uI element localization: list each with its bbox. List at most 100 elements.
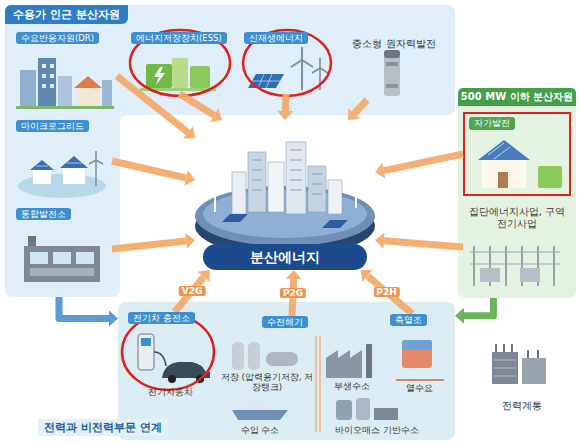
resource-box: 부생수소 (318, 340, 386, 392)
flow-arrow (354, 100, 367, 113)
arrow-head (348, 108, 360, 120)
arrow-head (197, 270, 209, 282)
panel: 500 MW 이하 분산자원자가발전집단에너지사업, 구역전기사업 (458, 88, 576, 298)
resource-box: 수요반응자원(DR) (12, 32, 117, 112)
city-disk (203, 190, 367, 238)
resource-box: 마이크로그리드 (12, 120, 112, 202)
resource-box: 전기차 충전소전기자동차 (124, 312, 216, 398)
resource-box: 축열조 (390, 314, 446, 332)
arrow-head (455, 308, 464, 324)
tab-label: 축열조 (390, 314, 427, 326)
flow-arrow (175, 270, 210, 312)
grid-icon (496, 344, 538, 358)
node-label: 중소형 원자력발전 (340, 38, 448, 50)
flow-arrow (112, 233, 195, 249)
arrow-head (210, 108, 222, 122)
grid-icon (494, 360, 516, 376)
flow-arrow (117, 76, 195, 139)
arrow-head (375, 233, 385, 249)
grid-icon (492, 344, 546, 384)
node-label: 전력계통 (470, 400, 574, 412)
arrow-head (183, 126, 195, 139)
resource-box: 바이오매스 기반수소 (318, 396, 436, 436)
arrow-head (286, 270, 302, 279)
arrow-head (277, 111, 293, 120)
flow-arrow (59, 297, 109, 319)
flow-arrow (277, 94, 293, 120)
flow-arrow (180, 94, 215, 115)
flow-arrow (282, 94, 290, 111)
city-disk (328, 180, 342, 214)
tab-label: 에너지저장장치(ESS) (131, 32, 227, 44)
arrow-head (361, 270, 373, 282)
node-label: 집단에너지사업, 구역전기사업 (465, 206, 569, 230)
resource-box: 중소형 원자력발전 (340, 32, 448, 100)
edge-label: V2G (179, 286, 206, 296)
resource-box: 에너지저장장치(ESS) (127, 32, 232, 94)
resource-box: 열수요 (390, 336, 448, 394)
arrow-head (375, 163, 385, 179)
grid-icon (492, 352, 518, 384)
node-label: 수입 수소 (225, 425, 295, 436)
flow-arrow (455, 298, 493, 324)
flow-arrow (375, 154, 463, 178)
resource-box: 수전해기 (262, 316, 322, 334)
flow-arrow (361, 270, 413, 314)
panel-outline (5, 5, 455, 297)
resource-box: 자가발전 (463, 112, 571, 196)
city-disk (346, 164, 366, 208)
city-disk (222, 214, 248, 222)
edge-label: P2G (280, 288, 306, 298)
city-disk (322, 220, 348, 228)
resource-box: 전력계통 (470, 340, 574, 412)
tab-label: 수전해기 (262, 316, 308, 328)
city-disk (268, 162, 284, 212)
resource-box: 수입 수소 (225, 396, 295, 436)
node-label: 부생수소 (318, 381, 386, 392)
flow-arrow (384, 241, 463, 247)
grid-icon (522, 358, 546, 384)
hub-band: 분산에너지 (203, 244, 367, 270)
node-label: 전기자동차 (124, 387, 216, 398)
resource-box: 신재생에너지 (240, 32, 332, 94)
arrow-head (109, 311, 118, 327)
panel: 전력과 비전력부문 연계전기차 충전소전기자동차수전해기저장 (압력용기저장, … (118, 302, 455, 440)
resource-box: 집단에너지사업, 구역전기사업 (463, 202, 571, 292)
flow-arrow (180, 94, 223, 122)
node-label: 저장 (압력용기저장, 저장탱크) (220, 372, 314, 392)
city-disk (205, 166, 225, 212)
city-disk (252, 150, 322, 194)
tab-label: 전기차 충전소 (128, 312, 195, 324)
tab-label: 자가발전 (469, 117, 515, 130)
city-disk (232, 172, 246, 214)
resource-box: 저장 (압력용기저장, 저장탱크) (220, 338, 314, 392)
flow-arrow (375, 233, 463, 249)
node-label: 열수요 (390, 383, 448, 394)
tab-label: 신재생에너지 (244, 32, 308, 44)
node-label: 바이오매스 기반수소 (318, 425, 436, 436)
tab-label: 마이크로그리드 (16, 120, 89, 132)
resource-box: 통합발전소 (12, 208, 112, 290)
flow-arrow (464, 298, 493, 316)
edge-label: P2H (373, 287, 399, 297)
panel-header: 전력과 비전력부문 연계 (38, 419, 168, 436)
flow-arrow (384, 154, 463, 171)
flow-arrow (112, 241, 186, 249)
city-disk (195, 142, 375, 256)
flow-arrow (112, 161, 186, 178)
flow-arrow (112, 161, 195, 186)
city-disk (195, 186, 375, 246)
flow-arrow (367, 276, 412, 314)
hub-node: 분산에너지 (195, 120, 375, 270)
tab-label: 수요반응자원(DR) (16, 32, 99, 44)
city-disk (248, 152, 266, 212)
city-disk (308, 166, 326, 212)
flow-arrow (348, 100, 367, 120)
arrow-head (184, 170, 195, 186)
flow-arrow (59, 297, 118, 327)
flow-arrow (117, 76, 188, 132)
arrow-head (185, 233, 195, 249)
panel-header: 수용가 인근 분산자원 (5, 5, 128, 24)
panel-header: 500 MW 이하 분산자원 (458, 88, 576, 106)
